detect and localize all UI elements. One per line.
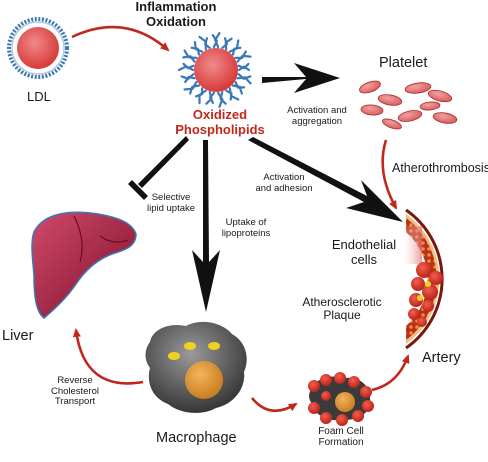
label-ldl: LDL	[27, 89, 51, 104]
arrow-to-platelet	[262, 63, 340, 93]
phospholipid-chain	[237, 62, 250, 70]
arrow-foam-to-artery	[371, 354, 410, 392]
phospholipid-chain	[193, 40, 204, 53]
label-selective-l1: Selective	[151, 192, 191, 203]
label-cells: cells	[350, 251, 377, 267]
label-foam-cell-formation: Foam Cell Formation	[306, 426, 376, 448]
label-foam-cell: Foam Cell	[318, 426, 364, 437]
phospholipid-chain	[182, 55, 196, 63]
label-transport: Transport	[54, 396, 96, 408]
label-atherosclerotic: Atherosclerotic	[302, 295, 382, 309]
label-atherothrombosis: Atherothrombosis	[392, 161, 488, 175]
phospholipid-chain	[205, 91, 213, 105]
phospholipid-chain	[225, 89, 233, 101]
label-uptake-lipoproteins: Uptake of lipoproteins	[215, 217, 277, 239]
phospholipid-chain	[224, 37, 233, 51]
macrophage-cell	[145, 321, 247, 413]
phospholipid-chain	[211, 34, 219, 49]
oxidized-phospholipid-particle	[177, 32, 252, 108]
platelet-cluster	[359, 80, 458, 130]
phospholipid-chain	[182, 62, 195, 70]
label-activation-aggregation-l1: Activation and	[287, 105, 347, 116]
arrow-reverse-transport	[72, 328, 144, 385]
arrow-atherothrombosis	[381, 139, 398, 210]
label-formation: Formation	[318, 437, 364, 449]
label-oxidized: Oxidized	[192, 107, 248, 122]
atherosclerotic-plaque	[408, 262, 443, 327]
label-uptake-l1: Uptake of	[225, 217, 267, 228]
label-atherosclerotic-plaque: Atherosclerotic Plaque	[288, 295, 396, 323]
phospholipid-chain	[237, 65, 251, 72]
label-selective-lipid-uptake: Selective lipid uptake	[140, 192, 202, 214]
foam-cell	[308, 372, 374, 426]
phospholipid-chain	[217, 91, 224, 108]
phospholipid-chain	[213, 32, 221, 49]
label-oxidized-phospholipids: Oxidized Phospholipids	[160, 107, 280, 137]
phospholipid-chain	[231, 46, 242, 56]
label-macrophage: Macrophage	[156, 430, 237, 446]
arrow-macrophage-to-foam	[250, 397, 298, 412]
ldl-particle	[7, 17, 69, 79]
phospholipid-chain	[219, 91, 227, 105]
label-cholesterol: Cholesterol	[50, 385, 100, 397]
label-platelet: Platelet	[379, 55, 428, 71]
label-activation-adhesion-l2: and adhesion	[255, 182, 313, 194]
label-activation-aggregation: Activation and aggregation	[276, 105, 358, 127]
phospholipid-chain	[195, 87, 204, 98]
label-endothelial-cells: Endothelial cells	[322, 237, 406, 267]
phospholipid-chain	[189, 84, 201, 95]
arrow-to-endothelial	[248, 137, 403, 222]
label-oxidation: Oxidation	[146, 13, 206, 29]
phospholipid-chain	[183, 49, 198, 59]
arrow-blocked-to-liver	[138, 136, 189, 188]
label-reverse-cholesterol-transport: Reverse Cholesterol Transport	[46, 375, 104, 408]
process-inflammation-oxidation: Inflammation Oxidation	[115, 0, 237, 29]
label-inflammation: Inflammation	[135, 0, 217, 14]
label-selective-l2: lipid uptake	[146, 202, 196, 214]
phospholipid-chain	[180, 73, 195, 80]
arrow-to-macrophage	[192, 140, 220, 312]
label-reverse: Reverse	[57, 375, 93, 386]
label-activation-aggregation-l2: aggregation	[291, 115, 343, 127]
phospholipid-chain	[234, 50, 247, 59]
label-uptake-l2: lipoproteins	[221, 227, 271, 239]
label-activation-adhesion: Activation and adhesion	[248, 172, 320, 194]
label-plaque: Plaque	[323, 308, 361, 323]
label-phospholipids: Phospholipids	[175, 121, 265, 137]
label-activation-adhesion-l1: Activation	[263, 172, 305, 183]
phospholipid-chain	[236, 76, 252, 85]
phospholipid-chain	[183, 81, 198, 91]
label-endothelial: Endothelial	[331, 237, 397, 252]
liver-organ	[31, 211, 137, 319]
phospholipid-chain	[203, 37, 211, 49]
phospholipid-chain	[237, 73, 252, 80]
phospholipid-chain	[231, 84, 243, 95]
arrow-blocked-bar	[128, 180, 148, 200]
arrow-ldl-to-oxidized	[71, 25, 170, 52]
black-arrows	[128, 63, 403, 312]
label-liver: Liver	[2, 328, 34, 344]
red-arrows	[71, 25, 410, 412]
label-artery: Artery	[422, 350, 461, 366]
phospholipid-chain	[236, 54, 252, 63]
